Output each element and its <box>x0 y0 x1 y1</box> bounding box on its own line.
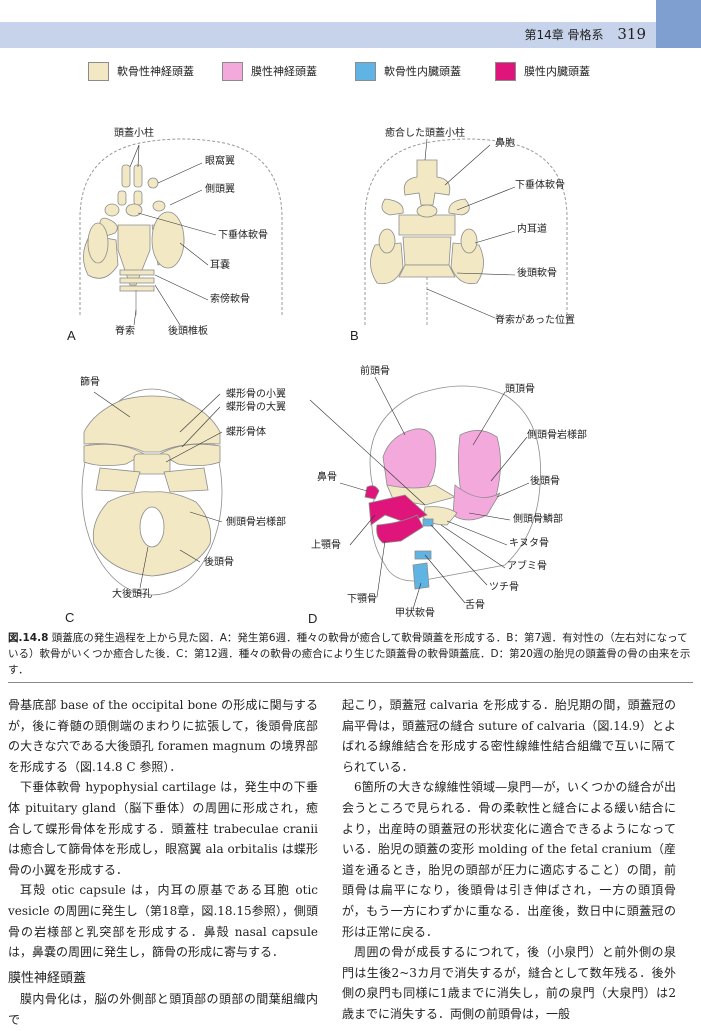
label-a-notochord: 脊索 <box>115 326 135 337</box>
header-band <box>0 22 656 48</box>
caption-text: 頭蓋底の発生過程を上から見た図．A：発生第6週．種々の軟骨が癒合して軟骨頭蓋を形… <box>8 632 691 676</box>
legend-item: 軟骨性神経頭蓋 <box>88 60 194 82</box>
paragraph: 膜内骨化は，脳の外側部と頭頂部の頭部の間葉組織内で <box>8 992 318 1027</box>
label-d-squamous-temporal: 側頭骨鱗部 <box>513 514 563 525</box>
label-d-parietal: 頭頂骨 <box>505 384 535 395</box>
paragraph: 周囲の骨が成長するにつれて，後（小泉門）と前外側の泉門は生後2~3カ月で消失する… <box>342 945 676 1021</box>
panel-d: 前頭骨 頭頂骨 側頭骨岩様部 後頭骨 側頭骨鱗部 キヌタ骨 アブミ骨 ツチ骨 舌… <box>305 365 605 627</box>
label-d-petrous-temporal: 側頭骨岩様部 <box>527 430 587 441</box>
label-b-inner-ear: 内耳道 <box>517 224 547 235</box>
label-d-incus: キヌタ骨 <box>509 538 549 549</box>
panel-c: 篩骨 蝶形骨の小翼 蝶形骨の大翼 蝶形骨体 側頭骨岩様部 後頭骨 大後頭孔 C <box>60 372 320 626</box>
label-d-hyoid: 舌骨 <box>465 600 485 611</box>
label-a-otic-capsule: 耳嚢 <box>210 260 230 271</box>
paragraph: 耳殻 otic capsule は，内耳の原基である耳胞 otic vesicl… <box>8 883 318 960</box>
panel-b: 癒合した頭蓋小柱 鼻胞 下垂体軟骨 内耳道 後頭軟骨 脊索があった位置 B <box>345 115 605 350</box>
legend-swatch <box>222 61 243 81</box>
label-d-stapes: ツチ骨 <box>489 582 519 593</box>
chapter-title: 第14章 骨格系 <box>524 28 604 42</box>
figure-caption: 図.14.8 頭蓋底の発生過程を上から見た図．A：発生第6週．種々の軟骨が癒合し… <box>8 630 693 678</box>
legend-label: 膜性神経頭蓋 <box>251 65 317 78</box>
panel-c-drawing <box>81 388 223 596</box>
legend-swatch <box>495 61 516 81</box>
paragraph: 6箇所の大きな線維性領域—泉門—が，いくつかの縫合が出会うところで見られる．骨の… <box>342 780 676 939</box>
panel-letter-c: C <box>65 610 75 625</box>
label-b-nasal-capsule: 鼻胞 <box>495 138 515 149</box>
label-d-occipital: 後頭骨 <box>530 476 560 487</box>
paragraph: 起こり，頭蓋冠 calvaria を形成する．胎児期の間，頭蓋冠の扁平骨は，頭蓋… <box>342 698 676 774</box>
legend-swatch <box>88 61 109 81</box>
label-b-hypophyseal: 下垂体軟骨 <box>515 180 565 191</box>
label-c-foramen-magnum: 大後頭孔 <box>112 589 152 600</box>
legend-swatch <box>355 61 376 81</box>
paragraph: 骨基底部 base of the occipital bone の形成に関与する… <box>8 698 318 774</box>
legend-item: 膜性神経頭蓋 <box>222 60 317 82</box>
label-a-parachordal: 索傍軟骨 <box>210 294 250 305</box>
running-header: 第14章 骨格系 319 <box>524 25 646 43</box>
panel-a-drawing <box>79 138 283 326</box>
label-c-occipital: 後頭骨 <box>204 557 234 568</box>
label-a-columella: 頭蓋小柱 <box>114 128 154 139</box>
label-d-mandible: 下顎骨 <box>347 594 377 605</box>
label-b-fused-columella: 癒合した頭蓋小柱 <box>385 128 465 139</box>
body-right-column: 起こり，頭蓋冠 calvaria を形成する．胎児期の間，頭蓋冠の扁平骨は，頭蓋… <box>342 695 676 1025</box>
paragraph: 下垂体軟骨 hypophysial cartilage は，発生中の下垂体 pi… <box>8 780 318 877</box>
label-c-lesser-wing: 蝶形骨の小翼 <box>226 389 286 400</box>
label-d-frontal: 前頭骨 <box>360 366 390 377</box>
panel-d-drawing <box>309 376 541 610</box>
label-b-former-notochord: 脊索があった位置 <box>495 315 575 326</box>
label-c-petrous-temporal: 側頭骨岩様部 <box>226 517 286 528</box>
label-c-greater-wing: 蝶形骨の大翼 <box>226 402 286 413</box>
body-left-column: 骨基底部 base of the occipital bone の形成に関与する… <box>8 695 318 1031</box>
label-d-nasal: 鼻骨 <box>317 472 337 483</box>
figure-number: 図.14.8 <box>8 632 49 644</box>
label-a-temporal-ala: 側頭翼 <box>205 184 235 195</box>
legend-label: 膜性内臓頭蓋 <box>524 65 590 78</box>
panel-letter-a: A <box>67 328 76 343</box>
panel-b-drawing <box>364 138 568 325</box>
panel-letter-d: D <box>308 611 318 626</box>
chapter-tab <box>656 0 701 48</box>
label-a-hypophyseal: 下垂体軟骨 <box>218 230 268 241</box>
label-b-occipital-cartilage: 後頭軟骨 <box>517 268 557 279</box>
panel-letter-b: B <box>350 328 359 343</box>
panel-a: 頭蓋小柱 眼窩翼 側頭翼 下垂体軟骨 耳嚢 索傍軟骨 脊索 後頭椎板 A <box>60 115 320 350</box>
caption-divider <box>8 682 693 683</box>
legend-item: 膜性内臓頭蓋 <box>495 60 590 82</box>
label-c-sphenoid-body: 蝶形骨体 <box>226 427 266 438</box>
label-d-maxilla: 上顎骨 <box>311 540 341 551</box>
section-heading: 膜性神経頭蓋 <box>8 970 87 986</box>
page-number: 319 <box>617 25 646 43</box>
label-a-orbital-ala: 眼窩翼 <box>205 156 235 167</box>
legend-label: 軟骨性神経頭蓋 <box>117 65 194 78</box>
legend-item: 軟骨性内臓頭蓋 <box>355 60 461 82</box>
label-d-malleus: アブミ骨 <box>507 561 547 572</box>
label-d-thyroid-cartilage: 甲状軟骨 <box>395 608 435 619</box>
legend-label: 軟骨性内臓頭蓋 <box>384 65 461 78</box>
label-a-occipital-vertebra: 後頭椎板 <box>168 326 208 337</box>
label-c-ethmoid: 篩骨 <box>80 377 100 388</box>
